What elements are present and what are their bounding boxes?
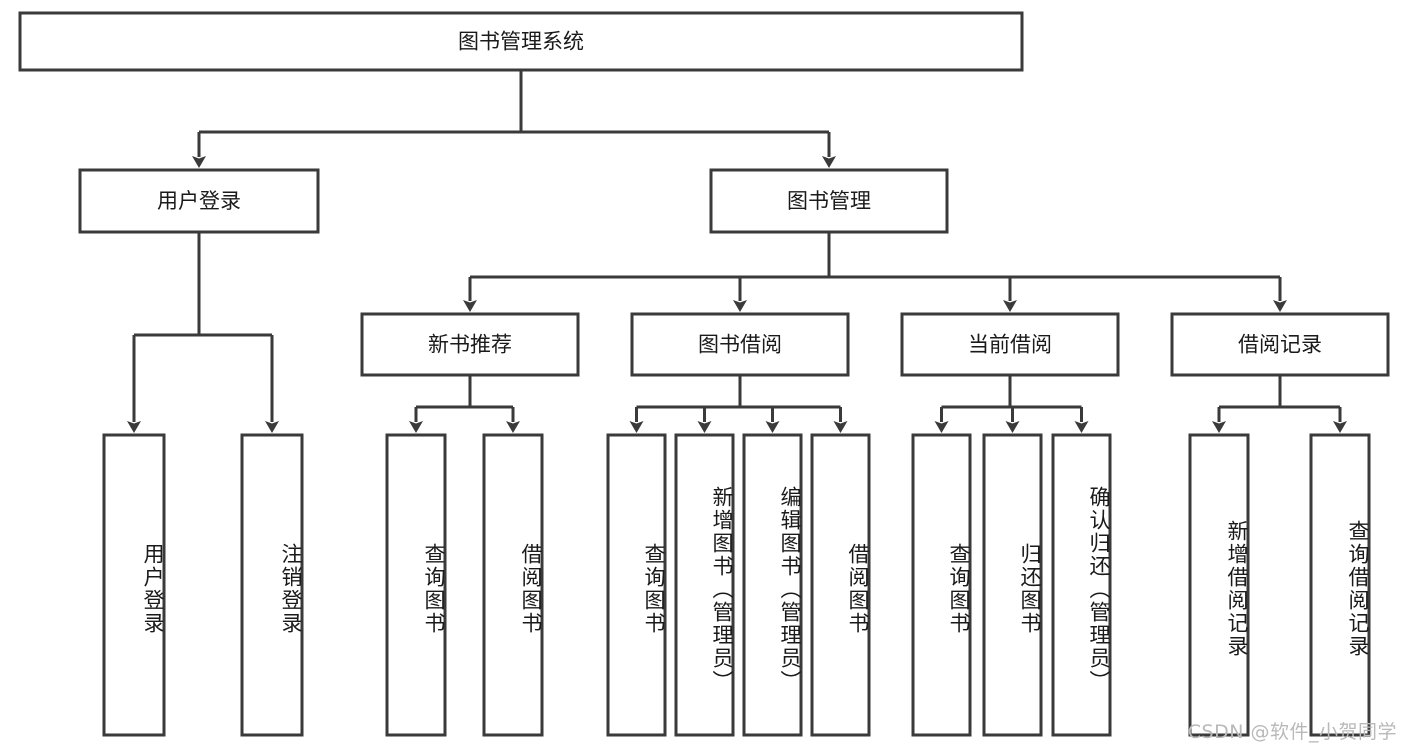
node-box-leaf-user-logout[interactable] — [240, 433, 304, 737]
node-box-leaf-borrow-query-book[interactable] — [606, 433, 667, 737]
node-box-leaf-cur-query-book[interactable] — [911, 433, 972, 737]
node-box-borrow-record[interactable] — [1170, 312, 1390, 377]
node-box-leaf-rec-add-record[interactable] — [1188, 433, 1250, 737]
node-box-leaf-cur-return-book[interactable] — [982, 433, 1043, 737]
node-box-leaf-rec-query-record[interactable] — [1309, 433, 1371, 737]
node-label-current-borrow: 当前借阅 — [968, 333, 1052, 357]
node-box-book-manage[interactable] — [709, 168, 949, 234]
node-box-leaf-user-login[interactable] — [102, 433, 166, 737]
node-box-root[interactable] — [18, 11, 1024, 72]
node-box-book-borrow[interactable] — [630, 312, 850, 377]
node-label-new-book-recommend: 新书推荐 — [428, 333, 512, 357]
node-box-leaf-borrow-lend-book[interactable] — [810, 433, 871, 737]
node-label-user-login: 用户登录 — [157, 189, 241, 213]
connector-lines — [127, 70, 1347, 433]
csdn-watermark: CSDN @软件_小贺同学 — [1187, 721, 1397, 743]
node-box-current-borrow[interactable] — [900, 312, 1120, 377]
node-boxes — [18, 11, 1390, 737]
node-box-new-book-recommend[interactable] — [360, 312, 580, 377]
node-label-book-borrow: 图书借阅 — [698, 333, 782, 357]
node-label-borrow-record: 借阅记录 — [1238, 333, 1322, 357]
node-box-leaf-cur-confirm-return[interactable] — [1051, 433, 1112, 737]
node-label-book-manage: 图书管理 — [787, 189, 871, 213]
node-box-leaf-borrow-edit-book[interactable] — [742, 433, 803, 737]
node-box-leaf-borrow-add-book[interactable] — [674, 433, 735, 737]
node-box-leaf-rec-borrow-book[interactable] — [482, 433, 544, 737]
node-box-leaf-rec-query-book[interactable] — [385, 433, 447, 737]
node-box-user-login[interactable] — [78, 168, 320, 234]
node-label-root: 图书管理系统 — [458, 30, 584, 54]
